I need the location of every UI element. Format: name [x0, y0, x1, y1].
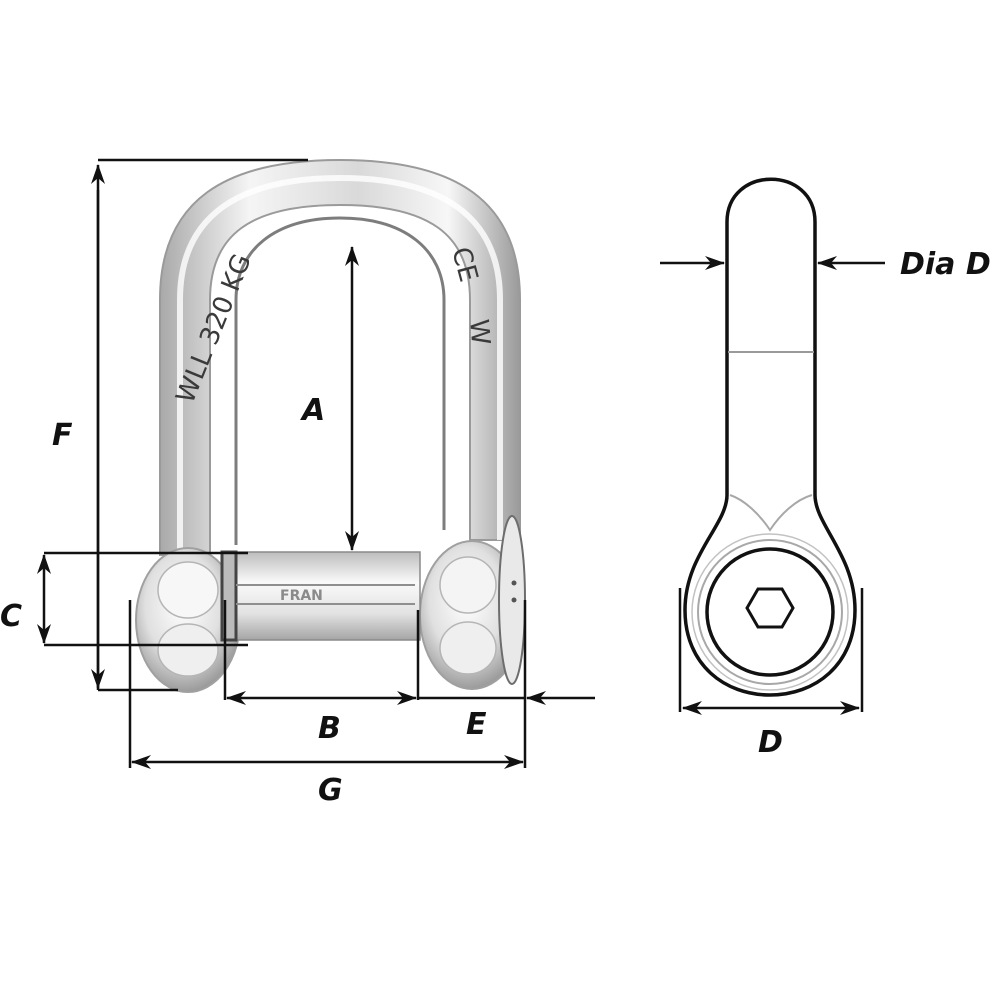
dimension-label-dia-d: Dia D: [900, 247, 991, 282]
hex-socket-icon: [745, 587, 795, 629]
shackle-side-view: [683, 177, 857, 697]
dimension-label-f: F: [52, 418, 73, 453]
dimension-label-d: D: [758, 725, 783, 760]
shackle-front-view: FRAN WLL 320 KG CE W: [135, 158, 526, 693]
dimension-label-e: E: [466, 707, 487, 742]
dimension-label-b: B: [318, 711, 341, 746]
dimension-label-c: C: [0, 599, 22, 634]
pin-brand-engraving: FRAN: [280, 588, 323, 604]
side-view-outline: [683, 177, 857, 697]
dimension-label-g: G: [318, 773, 343, 808]
side-dimension-lines: [660, 256, 885, 715]
brand-mark-engraving: W: [463, 318, 495, 346]
dimension-label-a: A: [300, 393, 325, 428]
pin-head-circle: [705, 547, 835, 677]
shackle-bow: [159, 158, 521, 556]
front-dimension-lines: [37, 158, 595, 769]
